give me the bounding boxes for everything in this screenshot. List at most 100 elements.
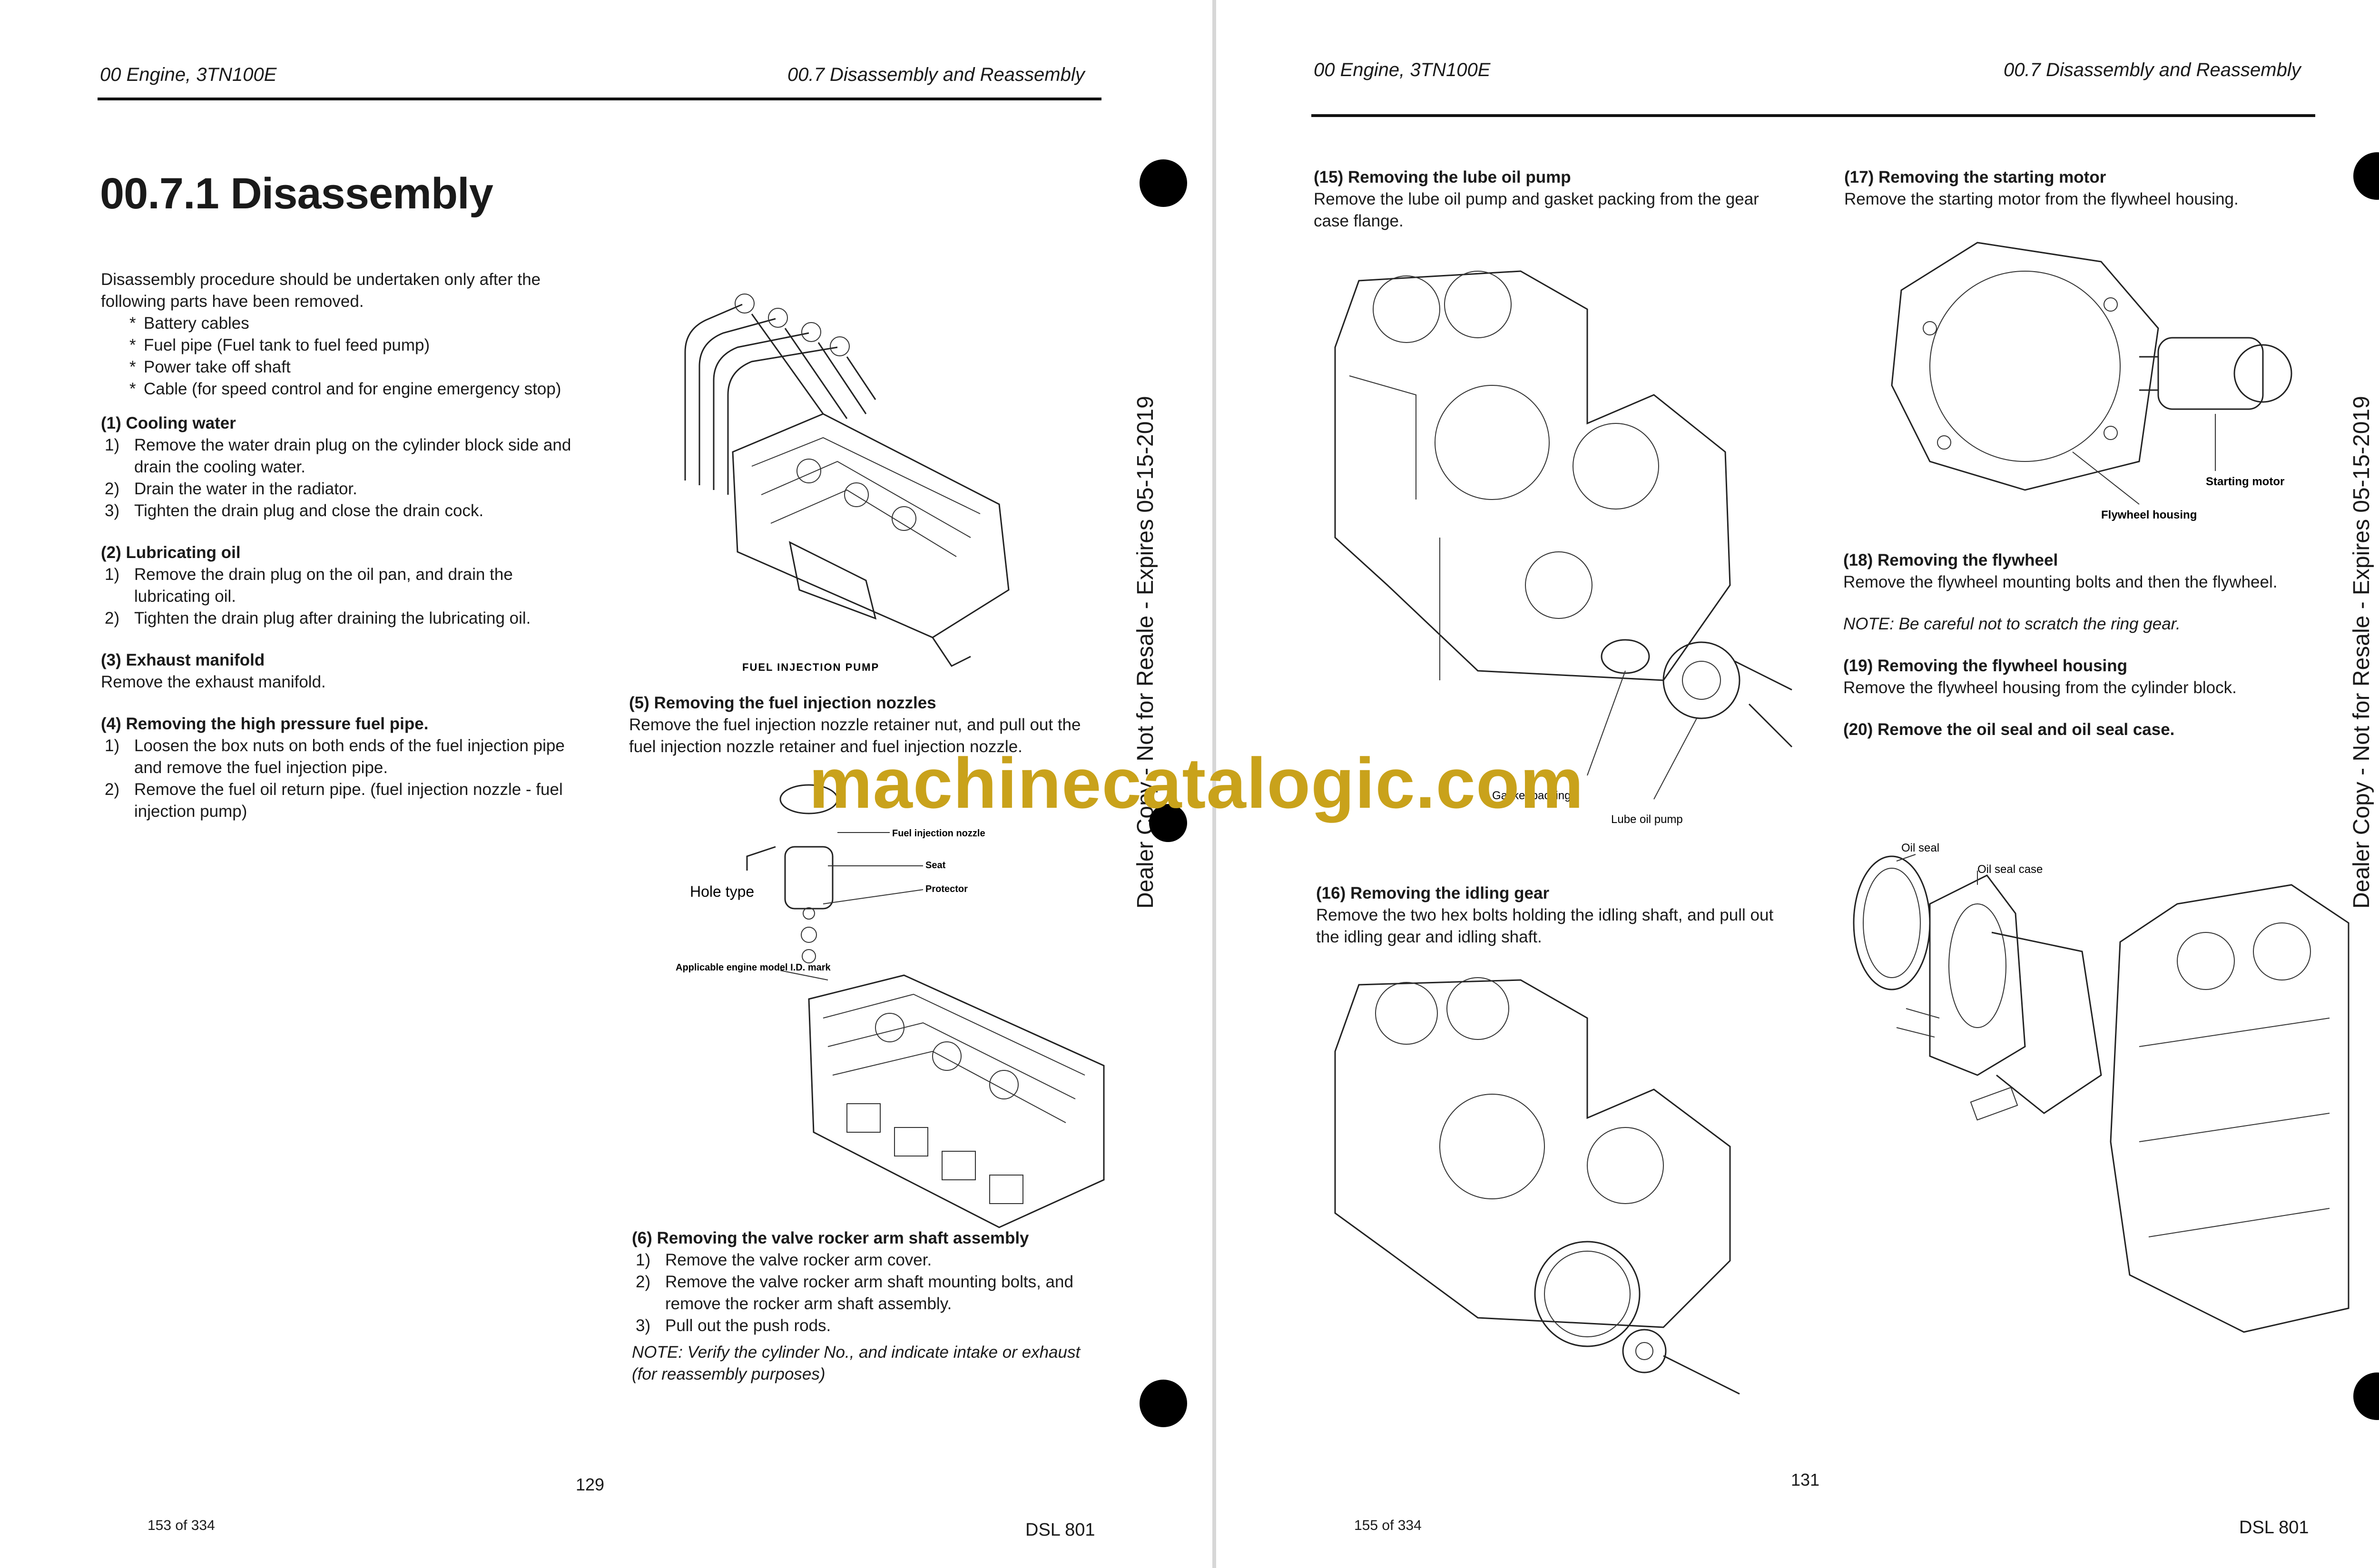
starting-motor-label: Starting motor — [2206, 475, 2284, 488]
fuel-pipe-illustration: FUEL INJECTION PUMP — [684, 294, 1010, 673]
item-text: Remove the water drain plug on the cylin… — [134, 436, 571, 476]
section-text: Remove the fuel injection nozzle retaine… — [629, 715, 1081, 756]
section-text: Remove the lube oil pump and gasket pack… — [1314, 190, 1759, 230]
list-item: 1) Loosen the box nuts on both ends of th… — [101, 735, 577, 779]
intro-text: Disassembly procedure should be undertak… — [101, 270, 541, 311]
section-text: Remove the flywheel mounting bolts and t… — [1843, 573, 2278, 591]
pdf-page-indicator: 153 of 334 — [147, 1518, 215, 1533]
item-number: 1) — [105, 736, 120, 755]
section-heading: (16) Removing the idling gear — [1316, 884, 1550, 902]
list-item: 1) Remove the drain plug on the oil pan, … — [101, 564, 577, 608]
section-15: (15) Removing the lube oil pump Remove t… — [1314, 167, 1789, 232]
item-text: Tighten the drain plug after draining th… — [134, 609, 531, 627]
bullet-item: Power take off shaft — [101, 356, 577, 378]
item-number: 1) — [105, 436, 120, 454]
binder-hole — [2353, 1372, 2379, 1420]
section-heading: (18) Removing the flywheel — [1843, 551, 2058, 569]
section-16: (16) Removing the idling gear Remove the… — [1316, 882, 1792, 948]
page-title: 00.7.1 Disassembly — [100, 169, 493, 218]
section-heading: (4) Removing the high pressure fuel pipe… — [101, 715, 429, 733]
section-text: Remove the flywheel housing from the cyl… — [1843, 678, 2237, 697]
list-item: 2) Drain the water in the radiator. — [101, 478, 577, 500]
binder-hole — [2353, 152, 2379, 200]
section-heading: (2) Lubricating oil — [101, 543, 241, 562]
right-header-rule — [1311, 114, 2315, 117]
binder-hole — [1140, 159, 1187, 207]
item-text: Tighten the drain plug and close the dra… — [134, 501, 484, 520]
note-text: NOTE: Be careful not to scratch the ring… — [1843, 615, 2181, 633]
starting-motor-illustration: Starting motor Flywheel housing — [1891, 242, 2292, 521]
hole-type-label: Hole type — [690, 883, 754, 900]
model-mark-label: Applicable engine model I.D. mark — [676, 962, 831, 973]
flywheel-housing-label: Flywheel housing — [2101, 509, 2197, 521]
binder-hole-center — [1149, 804, 1187, 842]
item-number: 2) — [105, 609, 120, 627]
left-header-title: 00 Engine, 3TN100E — [100, 64, 277, 85]
fig1-label: FUEL INJECTION PUMP — [742, 661, 879, 673]
section-heading: (20) Remove the oil seal and oil seal ca… — [1843, 720, 2175, 739]
list-item: 1) Remove the valve rocker arm cover. — [632, 1249, 1108, 1271]
list-item: 2) Tighten the drain plug after draining … — [101, 608, 577, 629]
right-header-title: 00 Engine, 3TN100E — [1314, 59, 1491, 80]
section-heading: (6) Removing the valve rocker arm shaft … — [632, 1229, 1029, 1247]
section-heading: (3) Exhaust manifold — [101, 651, 265, 669]
right-page: 00 Engine, 3TN100E 00.7 Disassembly and … — [1216, 0, 2379, 1568]
page-gutter — [1212, 0, 1216, 1568]
bullet-item: Cable (for speed control and for engine … — [101, 378, 577, 400]
seat-label: Seat — [925, 860, 946, 871]
list-item: 3) Pull out the push rods. — [632, 1315, 1108, 1337]
bullet-item: Battery cables — [101, 313, 577, 334]
list-item: 1) Remove the water drain plug on the cyl… — [101, 434, 577, 478]
section-6: (6) Removing the valve rocker arm shaft … — [632, 1227, 1108, 1385]
pump-label: Lube oil pump — [1611, 813, 1683, 826]
section-17: (17) Removing the starting motor Remove … — [1844, 167, 2320, 210]
protector-label: Protector — [925, 884, 968, 894]
item-number: 2) — [636, 1273, 651, 1291]
doc-code: DSL 801 — [2239, 1518, 2309, 1538]
item-number: 2) — [105, 780, 120, 799]
dealer-copy-stamp: Dealer Copy - Not for Resale - Expires 0… — [2349, 396, 2374, 909]
item-number: 1) — [105, 565, 120, 584]
item-number: 1) — [636, 1251, 651, 1269]
section-heading: (19) Removing the flywheel housing — [1843, 657, 2128, 675]
site-watermark: machinecatalogic.com — [809, 743, 1584, 823]
nozzle-illustration: Fuel injection nozzle Seat Protector Hol… — [676, 784, 1105, 1228]
note-text: NOTE: Verify the cylinder No., and indic… — [632, 1343, 1081, 1383]
section-heading: (17) Removing the starting motor — [1844, 168, 2106, 186]
section-text: Remove the starting motor from the flywh… — [1844, 190, 2239, 208]
idling-gear-illustration — [1334, 977, 1740, 1395]
item-text: Loosen the box nuts on both ends of the … — [134, 736, 565, 777]
oil-seal-label: Oil seal — [1901, 842, 1939, 854]
item-text: Remove the valve rocker arm shaft mounti… — [665, 1273, 1073, 1313]
item-text: Remove the drain plug on the oil pan, an… — [134, 565, 513, 606]
lube-oil-pump-illustration: Gasket packing Lube oil pump — [1334, 270, 1793, 826]
oil-seal-illustration: Oil seal Oil seal case — [1853, 842, 2350, 1333]
left-header-rule — [98, 98, 1101, 100]
doc-code: DSL 801 — [1025, 1520, 1095, 1540]
item-text: Remove the valve rocker arm cover. — [665, 1251, 932, 1269]
item-number: 3) — [105, 501, 120, 520]
list-item: 3) Tighten the drain plug and close the d… — [101, 500, 577, 522]
section-heading: (5) Removing the fuel injection nozzles — [629, 694, 936, 712]
binder-hole — [1140, 1380, 1187, 1427]
section-18-20: (18) Removing the flywheel Remove the fl… — [1843, 549, 2333, 741]
item-text: Pull out the push rods. — [665, 1316, 831, 1335]
bullet-item: Fuel pipe (Fuel tank to fuel feed pump) — [101, 334, 577, 356]
left-header-section: 00.7 Disassembly and Reassembly — [787, 64, 1085, 85]
section-heading: (1) Cooling water — [101, 414, 236, 432]
oil-seal-case-label: Oil seal case — [1977, 863, 2043, 876]
section-text: Remove the exhaust manifold. — [101, 673, 326, 691]
intro-block: Disassembly procedure should be undertak… — [101, 269, 577, 823]
item-number: 2) — [105, 480, 120, 498]
section-5: (5) Removing the fuel injection nozzles … — [629, 692, 1105, 758]
section-heading: (15) Removing the lube oil pump — [1314, 168, 1571, 186]
nozzle-label: Fuel injection nozzle — [892, 828, 985, 839]
page-number: 131 — [1791, 1470, 1820, 1490]
item-text: Remove the fuel oil return pipe. (fuel i… — [134, 780, 563, 821]
item-number: 3) — [636, 1316, 651, 1335]
pdf-page-indicator: 155 of 334 — [1354, 1518, 1422, 1533]
list-item: 2) Remove the valve rocker arm shaft moun… — [632, 1271, 1108, 1315]
item-text: Drain the water in the radiator. — [134, 480, 357, 498]
list-item: 2) Remove the fuel oil return pipe. (fuel… — [101, 779, 577, 823]
right-header-section: 00.7 Disassembly and Reassembly — [2004, 59, 2301, 80]
